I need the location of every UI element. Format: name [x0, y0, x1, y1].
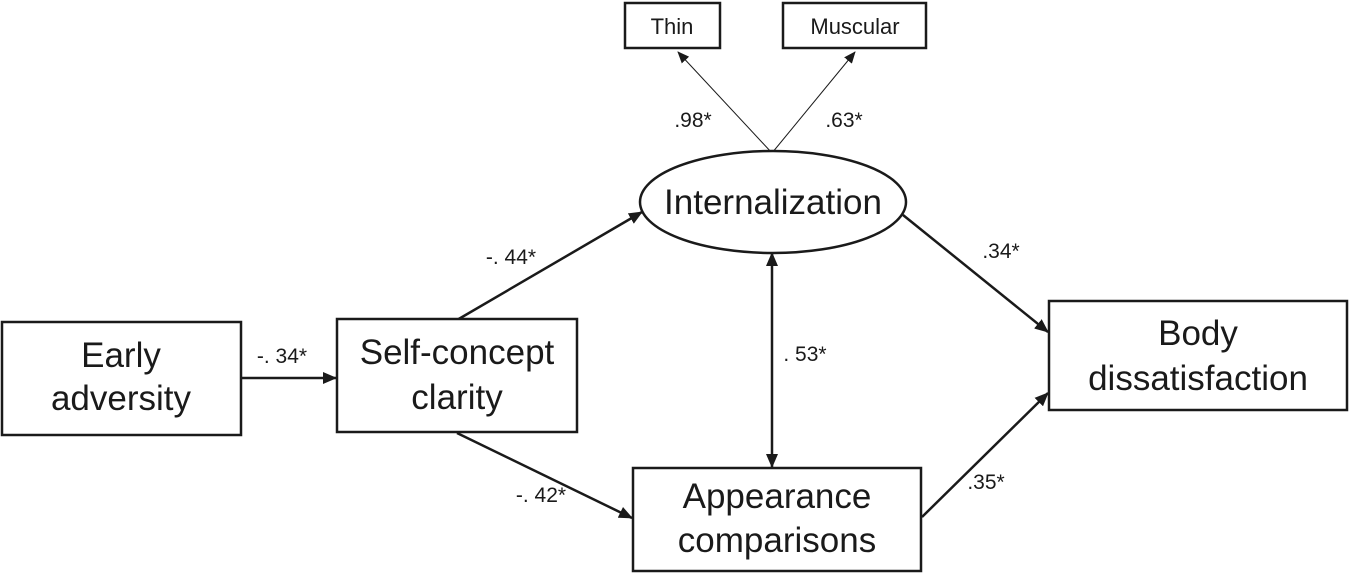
node-early-adversity-line1: Early — [81, 336, 161, 375]
path-self-concept-to-internalization — [456, 210, 643, 322]
node-appearance-line2: comparisons — [678, 521, 876, 560]
coef-internalization-appearance-covariance: . 53* — [783, 343, 826, 366]
node-appearance-comparisons: Appearance comparisons — [631, 466, 923, 573]
node-self-concept-line1: Self-concept — [360, 333, 555, 372]
coef-internalization-to-body: .34* — [982, 240, 1019, 263]
coef-self-concept-to-appearance: -. 42* — [516, 484, 566, 507]
node-body-line1: Body — [1158, 314, 1238, 353]
coef-appearance-to-body: .35* — [967, 471, 1004, 494]
coef-self-concept-to-internalization: -. 44* — [486, 246, 536, 269]
path-appearance-to-body — [921, 392, 1049, 518]
node-thin: Thin — [623, 1, 722, 50]
node-muscular: Muscular — [781, 1, 928, 50]
coef-internalization-to-muscular: .63* — [825, 109, 862, 132]
coef-internalization-to-thin: .98* — [674, 109, 711, 132]
node-internalization-label: Internalization — [664, 183, 882, 222]
path-internalization-to-thin — [677, 51, 773, 154]
node-appearance-line1: Appearance — [683, 477, 872, 516]
coef-early-adversity-to-self-concept: -. 34* — [257, 345, 307, 368]
node-self-concept-clarity: Self-concept clarity — [335, 317, 579, 434]
node-body-dissatisfaction: Body dissatisfaction — [1047, 299, 1349, 412]
node-body-line2: dissatisfaction — [1088, 359, 1308, 398]
node-muscular-label: Muscular — [810, 14, 899, 39]
path-internalization-to-muscular — [771, 51, 856, 154]
path-self-concept-to-appearance — [456, 431, 633, 520]
node-early-adversity: Early adversity — [0, 320, 243, 437]
node-thin-label: Thin — [651, 14, 694, 39]
path-internalization-to-body — [902, 214, 1049, 333]
node-internalization: Internalization — [638, 149, 908, 255]
node-early-adversity-line2: adversity — [51, 379, 192, 418]
node-self-concept-line2: clarity — [411, 378, 503, 417]
